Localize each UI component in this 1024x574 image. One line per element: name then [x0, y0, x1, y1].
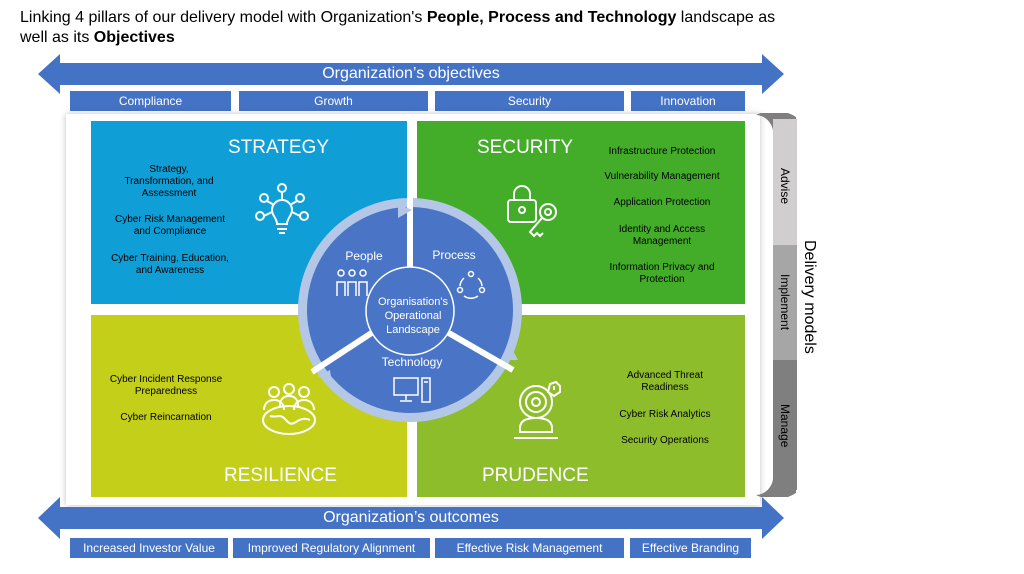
process-cycle-icon — [456, 270, 486, 299]
delivery-stage-implement: Implement — [778, 274, 792, 331]
computer-icon — [393, 377, 431, 403]
objective-security: Security — [434, 90, 625, 112]
outcome-regulatory-alignment: Improved Regulatory Alignment — [232, 537, 431, 559]
delivery-stage-manage: Manage — [778, 404, 792, 448]
delivery-stage-advise: Advise — [778, 168, 792, 205]
prudence-title: PRUDENCE — [482, 465, 589, 486]
objectives-label: Organization’s objectives — [322, 65, 500, 82]
strategy-item: Cyber Risk Management and Compliance — [114, 214, 226, 237]
objective-growth: Growth — [238, 90, 429, 112]
security-item: Information Privacy and Protection — [609, 262, 715, 285]
cycle-arrowhead — [398, 204, 412, 218]
team-globe-icon — [262, 383, 316, 435]
people-label: People — [345, 249, 383, 263]
outcomes-label: Organization’s outcomes — [323, 509, 499, 526]
objective-innovation: Innovation — [630, 90, 746, 112]
resilience-item: Cyber Incident Response Preparedness — [109, 374, 223, 397]
prudence-item: Advanced Threat Readiness — [627, 370, 703, 393]
technology-label: Technology — [381, 355, 443, 369]
process-label: Process — [432, 248, 476, 262]
delivery-models-title: Delivery models — [801, 240, 818, 354]
people-group-icon — [336, 269, 368, 296]
cycle-arrowhead — [504, 345, 518, 360]
strategy-item: Strategy, Transformation, and Assessment — [124, 164, 214, 199]
title-text-1: Linking 4 pillars of our delivery model … — [20, 9, 427, 26]
network-lightbulb-icon — [255, 183, 309, 234]
security-item: Identity and Access Management — [618, 224, 706, 247]
lock-key-icon — [507, 185, 557, 238]
delivery-models-bracket — [756, 113, 797, 497]
page-title: Linking 4 pillars of our delivery model … — [20, 8, 780, 48]
outcome-branding: Effective Branding — [629, 537, 752, 559]
security-item: Application Protection — [613, 197, 711, 208]
title-bold-1: People, Process and Technology — [426, 9, 677, 26]
title-bold-2: Objectives — [93, 29, 175, 46]
resilience-title: RESILIENCE — [224, 465, 337, 486]
objective-compliance: Compliance — [69, 90, 232, 112]
objectives-arrow: Organization’s objectives — [38, 54, 784, 94]
title-text-2: landscape as well as its — [20, 9, 776, 46]
core-label: Organisation's Operational Landscape — [378, 296, 448, 336]
security-title: SECURITY — [477, 137, 574, 158]
outcomes-arrow: Organization’s outcomes — [38, 497, 784, 539]
target-person-icon — [514, 380, 561, 439]
prudence-item: Cyber Risk Analytics — [619, 409, 711, 420]
security-item: Infrastructure Protection — [608, 146, 716, 157]
prudence-item: Security Operations — [621, 435, 709, 446]
strategy-title: STRATEGY — [228, 137, 329, 158]
cycle-arrowhead — [318, 370, 332, 384]
outcome-risk-management: Effective Risk Management — [434, 537, 625, 559]
resilience-item: Cyber Reincarnation — [120, 412, 212, 423]
outcome-investor-value: Increased Investor Value — [69, 537, 229, 559]
security-item: Vulnerability Management — [604, 171, 720, 182]
strategy-item: Cyber Training, Education, and Awareness — [111, 253, 229, 276]
